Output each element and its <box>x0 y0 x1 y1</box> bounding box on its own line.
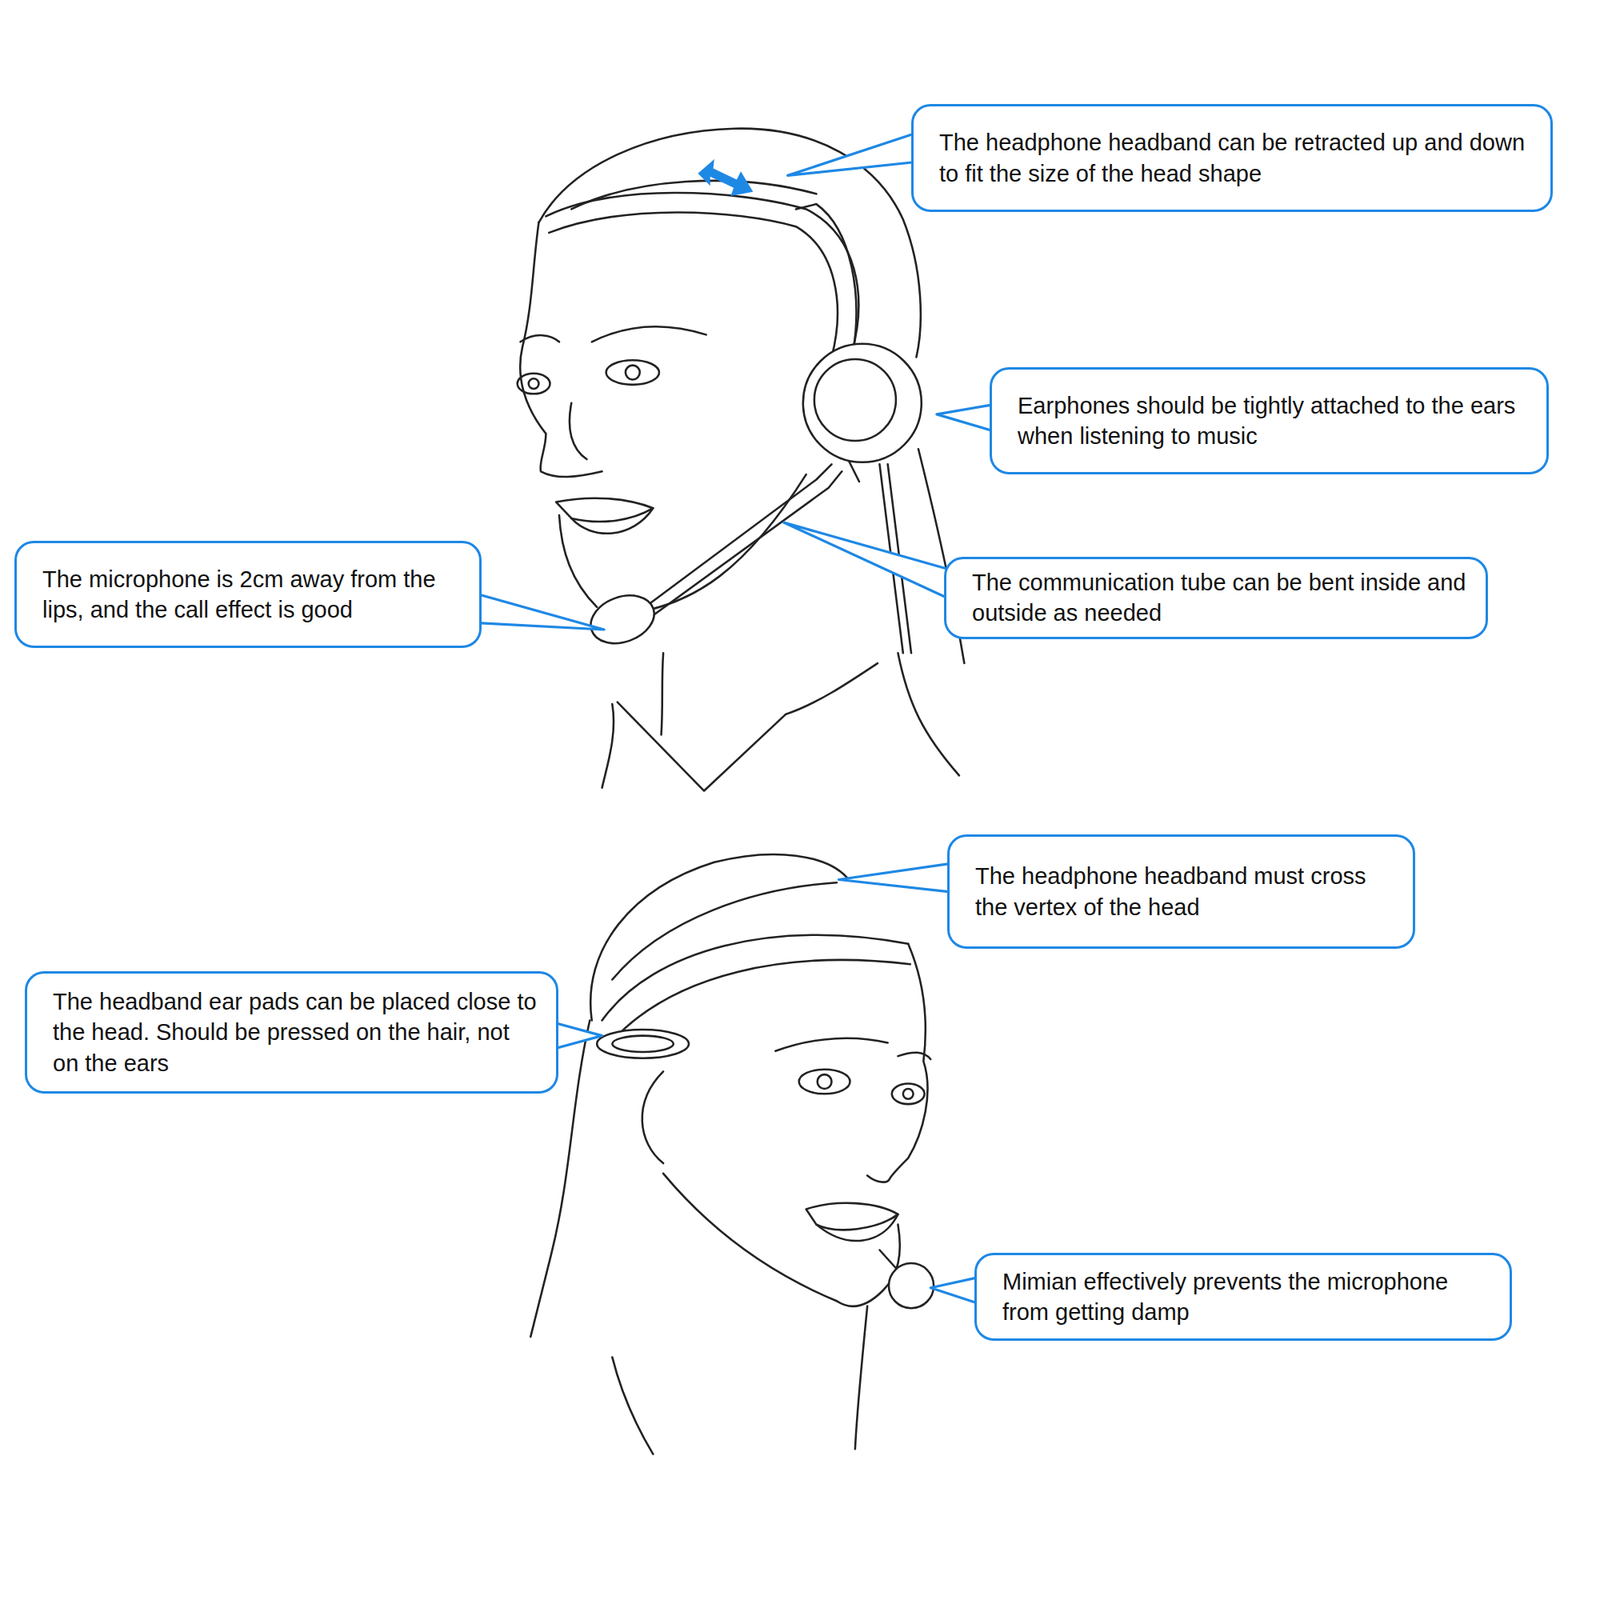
callout-text: The headphone headband must cross the ve… <box>975 860 1396 923</box>
callout-text: The headband ear pads can be placed clos… <box>52 986 539 1079</box>
callout-text: Earphones should be tightly attached to … <box>1017 390 1529 452</box>
callout-box: The headphone headband can be retracted … <box>911 104 1553 212</box>
callout-text: Mimian effectively prevents the micropho… <box>1002 1266 1492 1328</box>
callout-box: The headphone headband must cross the ve… <box>947 834 1416 949</box>
callout-text: The headphone headband can be retracted … <box>939 127 1533 189</box>
callout-box: The headband ear pads can be placed clos… <box>24 971 559 1094</box>
callout-box: The microphone is 2cm away from the lips… <box>14 540 482 648</box>
callout-box: Earphones should be tightly attached to … <box>989 367 1549 475</box>
callout-text: The communication tube can be bent insid… <box>972 567 1468 629</box>
callout-box: The communication tube can be bent insid… <box>944 556 1488 640</box>
callout-text: The microphone is 2cm away from the lips… <box>42 564 462 626</box>
callout-box: Mimian effectively prevents the micropho… <box>974 1252 1512 1341</box>
